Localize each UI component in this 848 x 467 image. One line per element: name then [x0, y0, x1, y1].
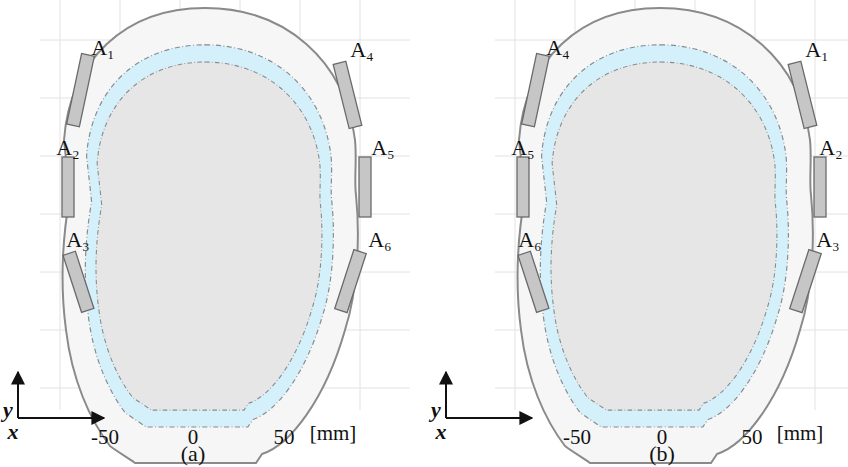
electrode-label: A₁: [91, 37, 115, 59]
axis-label: y: [3, 399, 13, 421]
electrode-label: A₃: [66, 229, 90, 251]
electrode-label: (a): [181, 443, 205, 465]
electrode-label: A₄: [350, 39, 374, 61]
electrode-label: A₂: [819, 137, 843, 159]
axis-label: y: [431, 399, 441, 421]
tick-label: 50: [274, 427, 295, 448]
electrode-label: A₆: [518, 229, 542, 251]
panel-a: [40, 0, 410, 463]
electrode-label: A₅: [511, 137, 535, 159]
tick-label: -50: [563, 427, 591, 448]
axis-label: x: [8, 421, 19, 443]
electrode-label: (b): [649, 443, 675, 465]
tick-label: -50: [91, 427, 119, 448]
electrode-label: A₄: [546, 37, 570, 59]
electrode-label: A₆: [368, 229, 392, 251]
electrode-label: A₁: [805, 39, 829, 61]
tick-label: 50: [742, 427, 763, 448]
electrode-label: A₅: [371, 137, 395, 159]
panel-b: [495, 0, 848, 463]
electrode-label: A₃: [816, 229, 840, 251]
tick-label: [mm]: [777, 423, 824, 444]
axis-label: x: [436, 421, 447, 443]
electrode-label: A₂: [56, 137, 80, 159]
tick-label: [mm]: [310, 423, 357, 444]
